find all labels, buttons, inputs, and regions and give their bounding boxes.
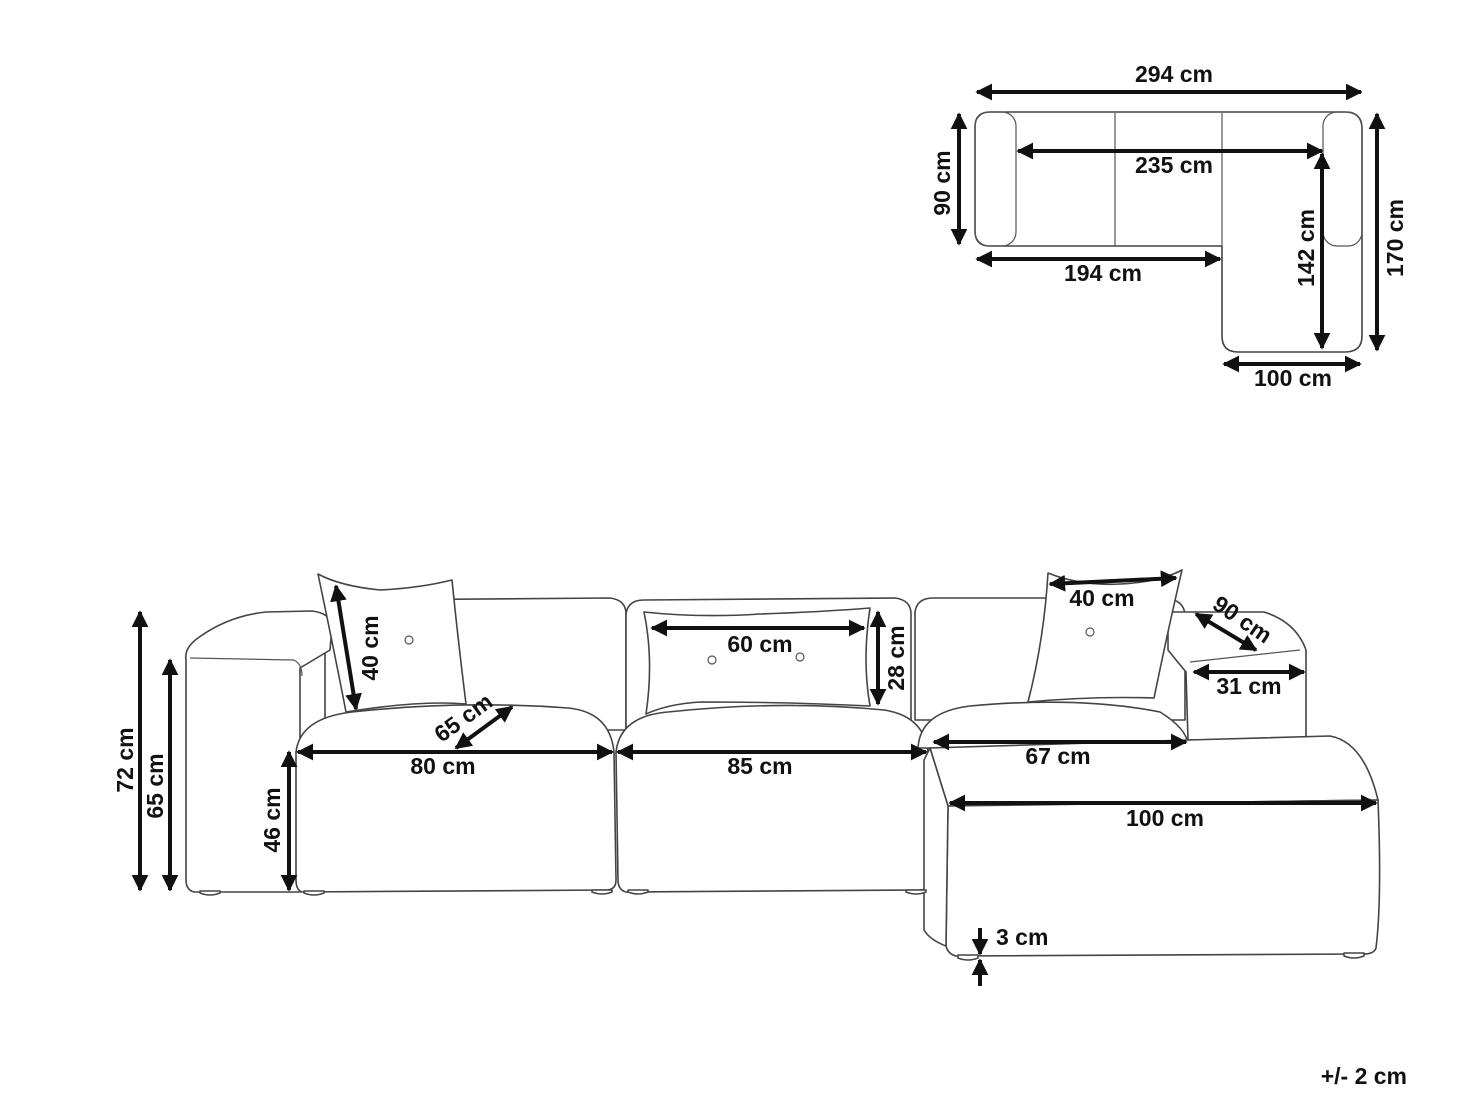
- chaise-side: [923, 747, 949, 947]
- dim-arrow-40-right: [1048, 570, 1178, 592]
- lumbar-pillow-button-left: [707, 655, 717, 665]
- dim-label-3: 3 cm: [996, 924, 1048, 950]
- seat-cushion-middle: [615, 704, 929, 753]
- top-view-left-arm: [974, 111, 1017, 247]
- dim-label-80: 80 cm: [410, 753, 475, 779]
- dim-label-85: 85 cm: [727, 753, 792, 779]
- dim-label-235: 235 cm: [1135, 152, 1213, 178]
- leg-7: [1343, 952, 1365, 959]
- lumbar-pillow-button-right: [795, 652, 805, 662]
- leg-5: [905, 889, 927, 895]
- dim-label-170: 170 cm: [1382, 199, 1408, 277]
- leg-1: [199, 890, 221, 896]
- dim-label-46: 46 cm: [259, 787, 285, 852]
- dim-label-142: 142 cm: [1293, 209, 1319, 287]
- dim-label-100-top: 100 cm: [1254, 365, 1332, 391]
- leg-3: [591, 889, 613, 895]
- leg-4: [627, 889, 649, 895]
- dim-label-65-height: 65 cm: [142, 753, 168, 818]
- dim-arrow-40-left: [330, 584, 362, 711]
- left-armrest-top-seam: [189, 657, 303, 677]
- front-view: 72 cm 65 cm 46 cm 40 cm 65 cm 80 cm 85 c…: [112, 569, 1381, 986]
- dim-label-28: 28 cm: [883, 625, 909, 690]
- top-view: 294 cm 235 cm 90 cm 194 cm 142 cm 170 cm…: [929, 61, 1408, 391]
- dim-label-60: 60 cm: [727, 631, 792, 657]
- chaise-base: [945, 799, 1381, 957]
- dim-label-40-left: 40 cm: [357, 615, 383, 680]
- dim-label-40-right: 40 cm: [1069, 585, 1134, 611]
- pillow-right-button: [1085, 627, 1095, 637]
- pillow-left-button: [404, 635, 414, 645]
- dim-label-67: 67 cm: [1025, 743, 1090, 769]
- dim-label-31: 31 cm: [1216, 673, 1281, 699]
- dim-arrow-65-depth: [454, 705, 514, 750]
- right-armrest-top-seam: [1189, 649, 1301, 663]
- chaise-top: [929, 735, 1379, 807]
- leg-6: [957, 954, 979, 961]
- leg-2: [303, 890, 325, 896]
- dim-label-294: 294 cm: [1135, 61, 1213, 87]
- tolerance-note: +/- 2 cm: [1321, 1063, 1407, 1089]
- dim-label-194: 194 cm: [1064, 260, 1142, 286]
- dim-arrow-90-arm: [1194, 612, 1258, 652]
- dim-label-100-front: 100 cm: [1126, 805, 1204, 831]
- dim-label-72: 72 cm: [112, 727, 138, 792]
- dim-label-90-depth: 90 cm: [929, 150, 955, 215]
- lumbar-pillow: [643, 607, 871, 715]
